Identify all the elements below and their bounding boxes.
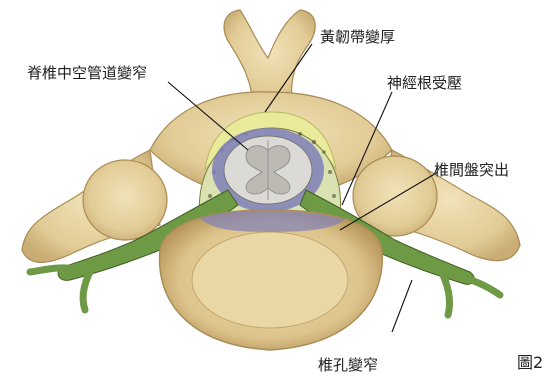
leader-foramen	[392, 280, 412, 332]
label-canal: 脊椎中空管道變窄	[27, 66, 147, 81]
label-disc: 椎間盤突出	[434, 163, 509, 178]
endplate	[192, 232, 348, 328]
label-nerve-root: 神經根受壓	[387, 76, 462, 91]
left-facet	[83, 160, 167, 240]
figure-label: 圖2	[517, 355, 543, 371]
spinous-process	[224, 10, 315, 102]
label-foramen: 椎孔變窄	[318, 358, 378, 373]
label-ligament: 黃韌帶變厚	[320, 30, 395, 45]
